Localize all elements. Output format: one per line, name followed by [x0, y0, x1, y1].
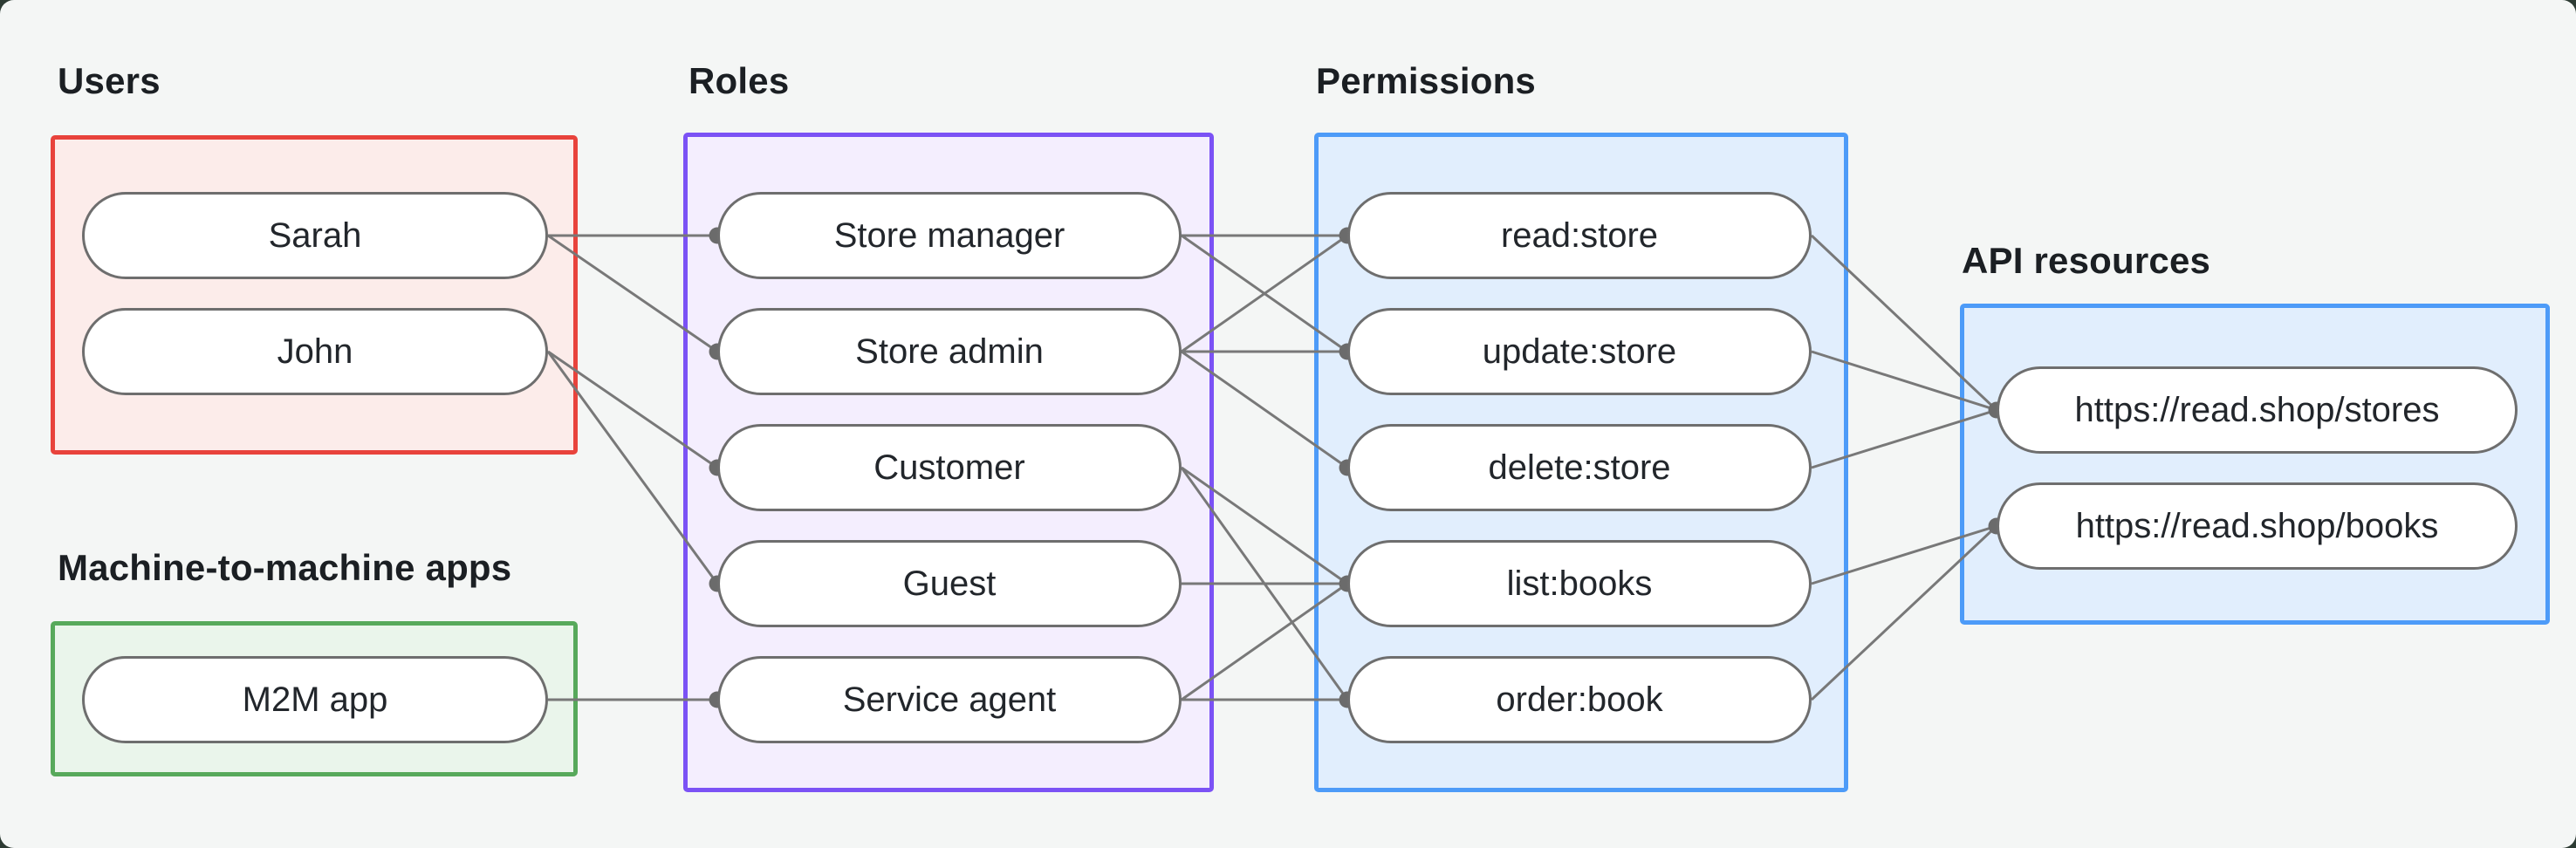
node-sarah: Sarah	[82, 192, 548, 279]
node-m2m-app: M2M app	[82, 656, 548, 743]
api-resources-group-box	[1960, 304, 2550, 625]
edge-customer-list-books	[1181, 466, 1348, 585]
node-john: John	[82, 308, 548, 395]
edge-delete-store-api-stores	[1811, 408, 1997, 469]
node-store-manager: Store manager	[717, 192, 1182, 279]
edge-read-store-api-stores	[1810, 234, 1998, 412]
users-section-title: Users	[58, 60, 161, 101]
node-service-agent: Service agent	[717, 656, 1182, 743]
edge-list-books-api-books	[1811, 524, 1997, 585]
roles-section-title: Roles	[689, 60, 790, 101]
node-read-store: read:store	[1347, 192, 1812, 279]
node-customer: Customer	[717, 424, 1182, 511]
edge-sarah-store-admin	[547, 234, 718, 353]
api-resources-section-title: API resources	[1962, 240, 2211, 281]
edge-john-guest	[546, 351, 719, 585]
edge-update-store-api-stores	[1811, 350, 1997, 412]
m2m-section-title: Machine-to-machine apps	[58, 547, 512, 588]
edge-store-admin-delete-store	[1181, 350, 1348, 469]
node-update-store: update:store	[1347, 308, 1812, 395]
node-guest: Guest	[717, 540, 1182, 627]
edge-service-agent-list-books	[1181, 582, 1348, 701]
node-api-stores: https://read.shop/stores	[1997, 366, 2518, 454]
edge-order-book-api-books	[1810, 524, 1998, 701]
edge-john-customer	[547, 350, 718, 469]
users-group-box	[51, 135, 578, 455]
node-api-books: https://read.shop/books	[1997, 482, 2518, 570]
node-delete-store: delete:store	[1347, 424, 1812, 511]
edge-store-admin-read-store	[1181, 234, 1348, 353]
node-list-books: list:books	[1347, 540, 1812, 627]
node-order-book: order:book	[1347, 656, 1812, 743]
permissions-section-title: Permissions	[1316, 60, 1536, 101]
node-store-admin: Store admin	[717, 308, 1182, 395]
